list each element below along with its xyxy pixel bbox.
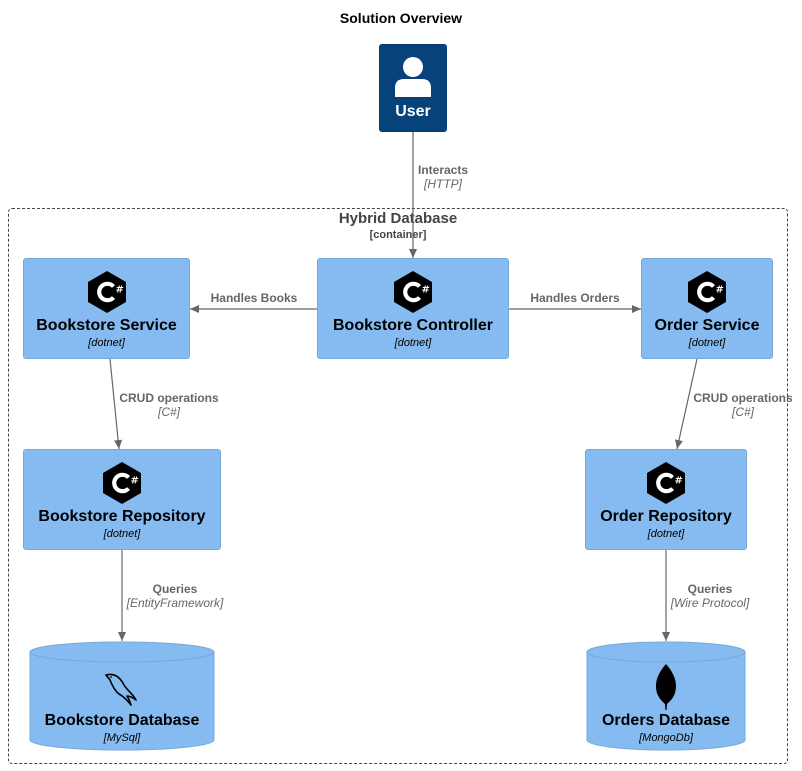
container-tech: [dotnet] [688,337,726,349]
boundary-type: [container] [369,229,427,241]
relation-tech: [EntityFramework] [126,596,224,610]
relation-label: CRUD operations [119,391,219,405]
relation-crud-right: CRUD operations [C#] [685,391,801,419]
boundary-title: Hybrid Database [338,210,458,227]
svg-text:#: # [716,285,724,296]
svg-text:#: # [422,285,430,296]
mongodb-leaf-icon [656,664,676,710]
mysql-dolphin-icon [105,673,137,706]
database-tech: [MySql] [103,732,141,744]
database-tech: [MongoDb] [639,732,693,744]
relation-label: Handles Orders [530,291,620,305]
system-boundary [8,208,788,764]
csharp-icon: # [688,271,726,313]
container-order-repository[interactable]: # Order Repository [dotnet] [585,449,747,550]
user-icon [395,57,431,97]
csharp-icon: # [87,271,126,313]
relation-handles-books: Handles Books [199,291,309,305]
csharp-icon: # [394,271,432,313]
relation-tech: [C#] [157,405,180,419]
relation-crud-left: CRUD operations [C#] [110,391,228,419]
database-orders[interactable]: Orders Database [MongoDb] [586,641,746,751]
container-bookstore-controller[interactable]: # Bookstore Controller [dotnet] [317,258,509,359]
database-cylinder [29,641,215,751]
database-name: Bookstore Database [44,712,200,729]
container-name: Bookstore Controller [332,317,493,334]
svg-text:#: # [131,476,139,487]
database-name: Orders Database [601,712,731,729]
relation-queries-right: Queries [Wire Protocol] [660,582,760,610]
container-order-service[interactable]: # Order Service [dotnet] [641,258,773,359]
relation-label: Queries [152,582,198,596]
container-tech: [dotnet] [394,337,432,349]
person-label: User [395,103,431,120]
relation-tech: [Wire Protocol] [670,596,750,610]
diagram-title: Solution Overview [339,10,463,26]
relation-queries-left: Queries [EntityFramework] [113,582,237,610]
relation-label: Handles Books [210,291,298,305]
container-tech: [dotnet] [647,528,685,540]
relation-tech: [C#] [731,405,754,419]
arrow-crud-right [675,358,698,450]
relation-tech: [HTTP] [424,177,462,191]
relation-label: Interacts [417,163,469,177]
person-user[interactable]: User [379,44,447,132]
database-bookstore[interactable]: Bookstore Database [MySql] [29,641,215,751]
csharp-icon: # [647,462,685,504]
relation-label: Queries [687,582,733,596]
container-tech: [dotnet] [88,337,125,349]
relation-label: CRUD operations [693,391,793,405]
relation-handles-orders: Handles Orders [517,291,633,305]
container-name: Order Repository [600,508,732,525]
svg-text:#: # [675,476,683,487]
arrow-crud-left [109,358,123,450]
csharp-icon: # [103,462,141,504]
container-tech: [dotnet] [103,528,141,540]
container-bookstore-service[interactable]: # Bookstore Service [dotnet] [23,258,190,359]
container-name: Bookstore Repository [38,508,206,525]
relation-interacts: Interacts [HTTP] [403,163,483,191]
container-bookstore-repository[interactable]: # Bookstore Repository [dotnet] [23,449,221,550]
container-name: Order Service [654,317,760,334]
container-name: Bookstore Service [36,317,177,334]
svg-text:#: # [115,285,123,296]
